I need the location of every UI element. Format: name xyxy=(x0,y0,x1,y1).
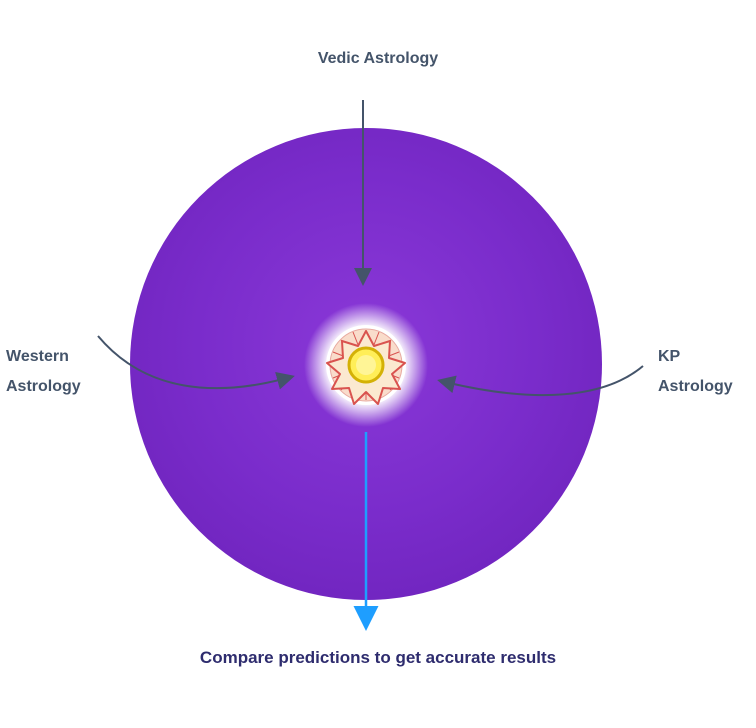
curved-arrow-left-icon xyxy=(437,365,644,397)
bottom-caption: Compare predictions to get accurate resu… xyxy=(199,648,557,667)
kp-astrology-label: KP Astrology xyxy=(658,348,733,395)
vedic-astrology-label: Vedic Astrology xyxy=(317,50,439,67)
sun-icon xyxy=(326,328,406,405)
curved-arrow-right-icon xyxy=(97,335,295,390)
western-astrology-label: Western Astrology xyxy=(6,348,81,395)
